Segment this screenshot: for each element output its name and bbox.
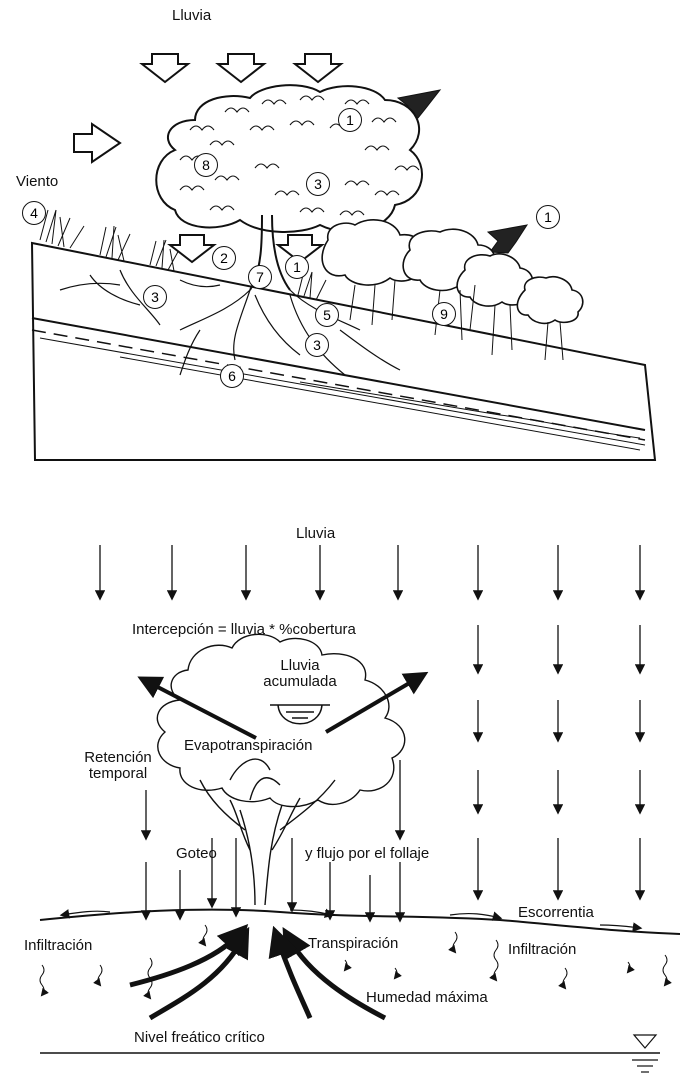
marker-1-throughfall: 1 <box>285 255 309 279</box>
bottom-rain-label: Lluvia <box>296 526 335 541</box>
accumulation-bowl <box>270 705 330 724</box>
water-table-label: Nivel freático crítico <box>134 1030 265 1045</box>
marker-9: 9 <box>432 302 456 326</box>
runoff-label: Escorrentia <box>518 905 594 920</box>
top-rain-label: Lluvia <box>172 8 211 23</box>
transpiration-label: Transpiración <box>308 936 398 951</box>
infiltration-left-label: Infiltración <box>24 938 92 953</box>
wind-arrow <box>74 124 120 162</box>
roots <box>60 270 400 375</box>
marker-3-canopy: 3 <box>306 172 330 196</box>
accumulated-rain-label-1: Lluvia <box>250 658 350 673</box>
marker-8: 8 <box>194 153 218 177</box>
marker-7: 7 <box>248 265 272 289</box>
infiltration-right-label: Infiltración <box>508 942 576 957</box>
max-moisture-label: Humedad máxima <box>366 990 488 1005</box>
water-table <box>40 1035 660 1072</box>
marker-4: 4 <box>22 201 46 225</box>
marker-5: 5 <box>315 303 339 327</box>
temporal-retention-label-2: temporal <box>68 766 168 781</box>
marker-6: 6 <box>220 364 244 388</box>
marker-1-canopy: 1 <box>338 108 362 132</box>
drip-label: Goteo <box>176 846 217 861</box>
marker-2: 2 <box>212 246 236 270</box>
temporal-retention-label-1: Retención <box>68 750 168 765</box>
marker-3-root-left: 3 <box>143 285 167 309</box>
rain-block-arrows <box>142 54 341 82</box>
foliage-flow-label: y flujo por el follaje <box>305 846 429 861</box>
interception-formula: Intercepción = lluvia * %cobertura <box>132 622 356 637</box>
marker-3-root-mid: 3 <box>305 333 329 357</box>
marker-1-right: 1 <box>536 205 560 229</box>
wind-label: Viento <box>16 174 58 189</box>
accumulated-rain-label-2: acumulada <box>250 674 350 689</box>
rain-arrows-row <box>100 545 640 598</box>
small-trees <box>322 220 583 360</box>
evapotranspiration-label: Evapotranspiración <box>184 738 312 753</box>
